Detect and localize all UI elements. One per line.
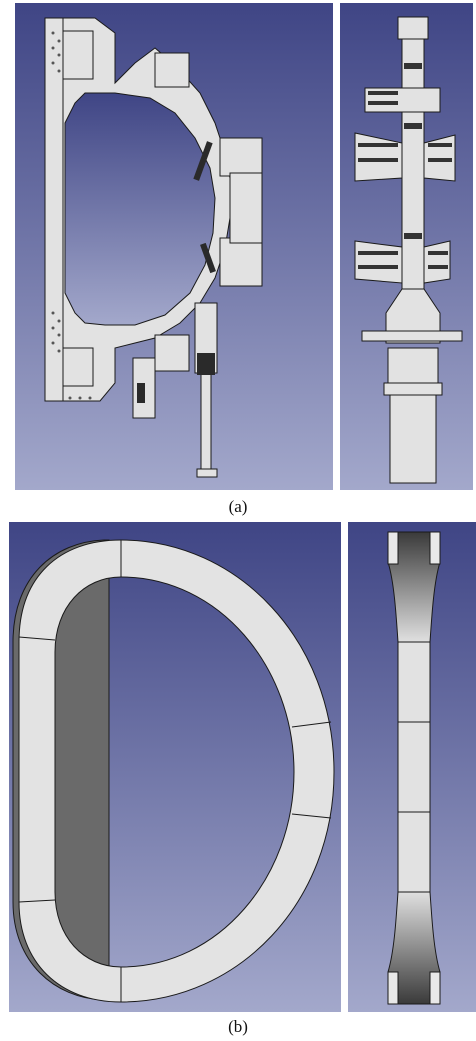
edge-top-cap-left xyxy=(387,531,399,565)
module-upper-right xyxy=(219,137,263,177)
base-ring xyxy=(383,382,443,396)
edge-body xyxy=(397,581,431,953)
right-bracket xyxy=(229,172,263,244)
caption-a: (a) xyxy=(228,497,248,516)
support-foot xyxy=(196,468,218,478)
assembly-front-drawing xyxy=(340,3,473,490)
d-coil-edge-drawing xyxy=(348,522,476,1012)
panel-b-edge-view xyxy=(348,522,476,1012)
base-block xyxy=(387,347,439,384)
top-cap xyxy=(397,16,429,40)
edge-top-cap-right xyxy=(429,531,441,565)
caption-b: (b) xyxy=(228,1017,248,1036)
panel-a-front-view xyxy=(340,3,473,490)
d-frame-inner-opening xyxy=(64,92,216,326)
base-flange xyxy=(361,330,463,342)
support-shaft xyxy=(200,372,212,474)
bolt-holes xyxy=(51,31,92,400)
edge-segment-lines xyxy=(398,721,430,813)
flared-base xyxy=(385,288,441,344)
central-column xyxy=(401,38,425,290)
pedestal xyxy=(389,394,437,484)
module-bottom xyxy=(154,334,190,372)
module-lower-right xyxy=(219,237,263,287)
panel-b-side-view xyxy=(9,522,341,1012)
dark-details xyxy=(137,141,216,403)
edge-bottom-cap-right xyxy=(429,971,441,1005)
panel-a-side-view xyxy=(15,3,333,490)
edge-bottom-cap-left xyxy=(387,971,399,1005)
edge-top-flare xyxy=(387,531,441,643)
bottom-window xyxy=(62,347,94,387)
module-top xyxy=(154,52,190,88)
lower-wing xyxy=(354,240,451,284)
left-rail xyxy=(44,17,64,402)
coil-segment-lines xyxy=(18,540,332,1002)
d-coil-side-drawing xyxy=(9,522,341,1012)
assembly-side-drawing xyxy=(15,3,333,490)
d-coil-ring xyxy=(18,539,335,1003)
top-window xyxy=(62,30,94,80)
dark-details xyxy=(358,63,452,269)
